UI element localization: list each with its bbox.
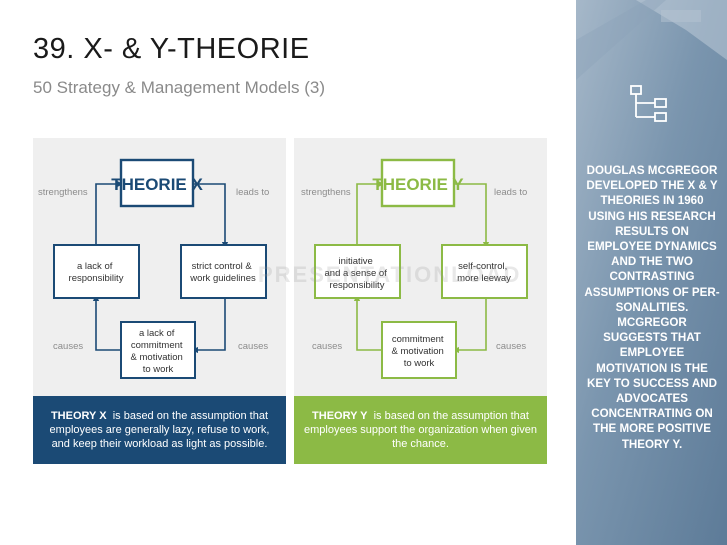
theory-x-label-causes-left: causes bbox=[53, 341, 83, 352]
theory-y-caption: THEORY Y is based on the assumption that… bbox=[294, 396, 547, 464]
theory-x-box-right bbox=[180, 244, 267, 299]
theory-x-title: THEORIE X bbox=[111, 175, 203, 194]
side-panel-background-image bbox=[576, 0, 727, 545]
theory-y-arrow-top-to-right bbox=[454, 183, 490, 249]
theory-x-caption: THEORY X is based on the assumption that… bbox=[33, 396, 286, 464]
theory-y-label-causes-right: causes bbox=[496, 341, 526, 352]
page-title: 39. X- & Y-THEORIE bbox=[33, 33, 310, 65]
theory-x-cycle-diagram: THEORIE X a lack of responsibility stric… bbox=[38, 158, 269, 379]
page-subtitle: 50 Strategy & Management Models (3) bbox=[33, 78, 325, 97]
theory-x-box-right-line: strict control & bbox=[192, 261, 253, 272]
theory-y-title-box bbox=[380, 158, 456, 208]
theory-x-arrow-left-to-top bbox=[95, 180, 124, 245]
theory-y-arrow-left-to-top bbox=[356, 180, 385, 245]
theory-x-arrow-top-to-right bbox=[193, 183, 229, 249]
theory-x-label-causes-right: causes bbox=[238, 341, 268, 352]
svg-text:a lack of commitment: a lack of commitment & motivation to wor… bbox=[131, 328, 186, 375]
svg-text:commitment & motivation: commitment & motivation to work bbox=[392, 334, 447, 369]
side-panel-description: Douglas McGregor developed the X & Y the… bbox=[584, 164, 720, 451]
theory-y-title: THEORIE Y bbox=[372, 175, 464, 194]
theory-y-caption-text: is based on the assumption that employee… bbox=[304, 410, 537, 450]
theory-x-caption-title: THEORY X bbox=[50, 410, 107, 422]
theory-y-arrow-right-to-bottom bbox=[452, 298, 487, 354]
theory-y-box-bottom-line: commitment bbox=[392, 334, 444, 345]
svg-text:a lack of responsibility: a lack of responsibility bbox=[69, 261, 124, 284]
theory-x-box-bottom bbox=[120, 321, 196, 379]
theory-y-box-left-line: initiative bbox=[339, 256, 373, 267]
theory-y-arrow-bottom-to-left bbox=[353, 294, 382, 351]
theory-y-cycle-diagram: THEORIE Y initiative and a sense of resp… bbox=[301, 158, 528, 379]
theory-y-box-right-line: self-control, bbox=[458, 261, 507, 272]
theory-y-box-right-line: more leeway bbox=[457, 273, 511, 284]
theory-x-box-left-line: responsibility bbox=[69, 273, 124, 284]
theory-x-box-bottom-line: commitment bbox=[131, 340, 183, 351]
theory-x-box-bottom-line: to work bbox=[143, 364, 174, 375]
theory-x-label-strengthens: strengthens bbox=[38, 187, 88, 198]
theory-y-label-causes-left: causes bbox=[312, 341, 342, 352]
theory-x-box-right-line: work guidelines bbox=[189, 273, 256, 284]
theory-y-box-left-line: and a sense of bbox=[325, 268, 388, 279]
theory-x-label-leads-to: leads to bbox=[236, 187, 269, 198]
theory-y-caption-title: THEORY Y bbox=[312, 410, 368, 422]
theory-y-card: THEORIE Y initiative and a sense of resp… bbox=[294, 138, 547, 464]
side-panel bbox=[576, 0, 727, 545]
hierarchy-tree-icon bbox=[630, 85, 667, 122]
theory-y-box-right bbox=[441, 244, 528, 299]
theory-y-label-strengthens: strengthens bbox=[301, 187, 351, 198]
svg-text:initiative and a sense o: initiative and a sense of responsibility bbox=[325, 256, 390, 291]
svg-text:strict control & work gu: strict control & work guidelines bbox=[189, 261, 256, 284]
theory-x-arrow-right-to-bottom bbox=[191, 298, 226, 354]
theory-y-label-leads-to: leads to bbox=[494, 187, 527, 198]
theory-x-arrow-bottom-to-left bbox=[92, 294, 121, 351]
watermark: PRESENTATIONLOAD bbox=[258, 262, 522, 287]
theory-x-caption-text: is based on the assumption that employee… bbox=[49, 410, 270, 450]
theory-y-box-bottom-line: & motivation bbox=[392, 346, 444, 357]
theory-y-box-bottom-line: to work bbox=[404, 358, 435, 369]
theory-x-box-bottom-line: a lack of bbox=[139, 328, 175, 339]
theory-x-title-box bbox=[119, 158, 195, 208]
theory-x-box-left-line: a lack of bbox=[77, 261, 113, 272]
theory-y-box-bottom bbox=[381, 321, 457, 379]
theory-y-box-left-line: responsibility bbox=[330, 280, 385, 291]
svg-text:self-control, more leewa: self-control, more leeway bbox=[457, 261, 511, 284]
theory-x-box-left bbox=[53, 244, 140, 299]
theory-x-card: THEORIE X a lack of responsibility stric… bbox=[33, 138, 286, 464]
theory-x-box-bottom-line: & motivation bbox=[131, 352, 183, 363]
theory-y-box-left bbox=[314, 244, 401, 299]
